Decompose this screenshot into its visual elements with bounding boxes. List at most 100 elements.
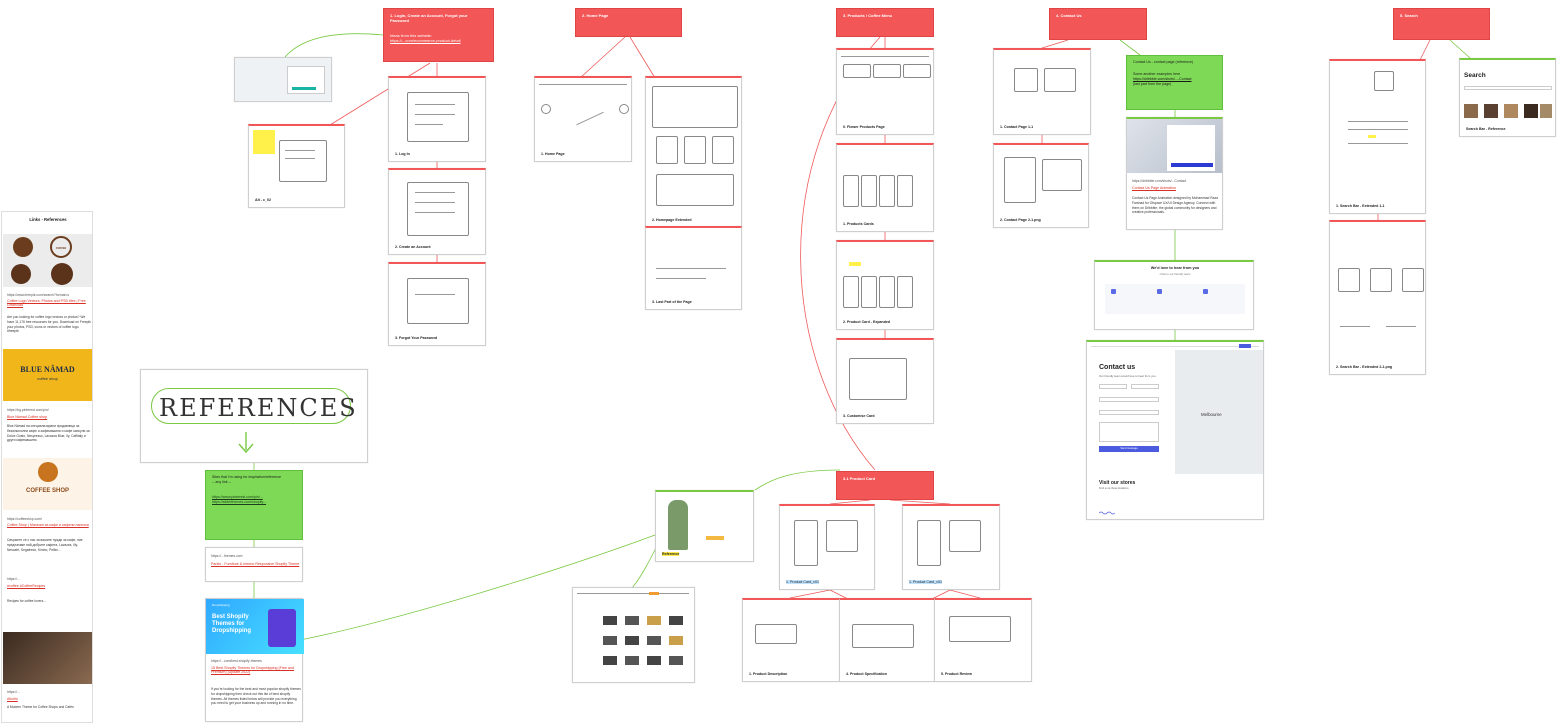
login-section-header: 1. Login, Create an Account, Forgot your… (383, 8, 494, 62)
homepage-extended-sketch[interactable]: 2. Homepage Extended (645, 76, 742, 228)
contact-reference-note: Contact Us - contact page (reference) So… (1126, 55, 1223, 110)
card-caption: 1. Contact Page 1-1 (1000, 125, 1034, 129)
link-url[interactable]: https://bg.pinterest.com/pin/ (7, 408, 49, 412)
link-url[interactable]: https://dribbble.com/shots/...Contact (1132, 179, 1187, 183)
visit-stores-title: Visit our stores (1099, 480, 1136, 486)
highlight-tag (849, 262, 861, 266)
link-url[interactable]: https://www.freepik.com/search?format=s (7, 293, 70, 297)
coffee-beans-icon (13, 237, 33, 257)
note-links[interactable]: https://www.pinterest.com/pin/... https:… (212, 495, 267, 505)
product-card-v01-sketch[interactable]: 1. Product Card_v01 (779, 504, 875, 590)
search-extended-sketch[interactable]: 1. Search Bar - Extended 1-1 (1329, 59, 1426, 214)
contact-page-2-sketch[interactable]: 2. Contact Page 2-1.png (993, 143, 1089, 228)
login-sketch[interactable]: 1. Log In (388, 76, 486, 162)
link-title[interactable]: 15 Best Shopify Themes for Dropshipping … (211, 666, 295, 674)
card-caption: 2. Product Card - Expanded (843, 320, 891, 324)
search-extended-2-sketch[interactable]: 2. Search Bar - Extended 2-1.png (1329, 220, 1426, 375)
search-heading: Search (1464, 72, 1486, 79)
note-link[interactable]: https://dribbble.com/shots/...-Contact (1133, 77, 1192, 82)
shop-cta-preview (649, 592, 659, 595)
down-arrow-icon (237, 432, 255, 454)
card-caption: Reference (662, 552, 680, 556)
inspiration-sites-note: Sites that I'm using for inspiration/ref… (205, 470, 303, 540)
add-to-cart-preview (706, 536, 724, 540)
link-description: A Modern Theme for Coffee Shops and Café… (7, 705, 74, 709)
coffee-shop-badge: COFFEE SHOP (50, 236, 72, 272)
shop-grid-reference (572, 587, 695, 683)
product-description-sketch[interactable]: 1. Product Description (742, 598, 840, 682)
product-card-expanded-sketch[interactable]: 2. Product Card - Expanded (836, 240, 934, 330)
card-caption: 1. Product Description (749, 672, 788, 676)
note-sub: -- any link -- (212, 480, 231, 485)
card-caption: 1. Home Page (541, 152, 565, 156)
home-section-header: 2. Home Page (575, 8, 682, 37)
link-url[interactable]: https://...com/best-shopify-themes (211, 659, 262, 663)
card-caption: 3. Last Part of the Page (652, 300, 692, 304)
search-bar-reference: Search Search Bar - Reference (1459, 58, 1556, 137)
product-review-sketch[interactable]: 5. Product Review (934, 598, 1032, 682)
contact-us-sub: Our friendly team would love to hear fro… (1099, 374, 1157, 378)
products-cards-sketch[interactable]: 1. Products Cards (836, 143, 934, 232)
banner-title: Best Shopify Themes for Dropshipping (212, 614, 251, 635)
header-title: 5. Search (1400, 13, 1418, 18)
link-title[interactable]: Alkofin (7, 697, 18, 701)
contact-love-to-hear-reference: We'd love to hear from you Chat to our f… (1094, 260, 1254, 330)
header-link[interactable]: https://...com/ecommerce-product-detail (390, 38, 461, 44)
coffee-shop-image: COFFEE SHOP (3, 458, 92, 510)
card-caption: Search Bar - Reference (1466, 127, 1506, 131)
note-text: Some another examples here (1133, 72, 1181, 77)
link-url[interactable]: https://... (7, 577, 21, 581)
references-sketch: REFERENCES (140, 369, 368, 463)
product-card-section-header: 3.1 Product Card (836, 471, 934, 500)
card-caption: 2. Homepage Extended (652, 218, 692, 222)
links-references-panel: Links - References COFFEE SHOP https://w… (1, 211, 93, 723)
link-title[interactable]: Blue Nâmad Coffee shop (7, 415, 48, 419)
link-title[interactable]: Coffee Shop | Магазин за кафе и кафени н… (7, 523, 89, 527)
header-title: 1. Login, Create an Account, Forgot your… (390, 13, 468, 24)
card-caption: 2. Contact Page 2-1.png (1000, 218, 1041, 222)
link-title[interactable]: Parkin - Furniture & Interior Responsive… (211, 562, 300, 566)
card-caption: Alt - c_02 (255, 198, 271, 202)
last-part-page-sketch[interactable]: 3. Last Part of the Page (645, 226, 742, 310)
contact-animation-reference: https://dribbble.com/shots/...Contact Co… (1126, 117, 1223, 230)
latte-art-icon (51, 263, 73, 285)
link-title[interactable]: Coffee Logo Vectors, Photos and PSD file… (7, 299, 86, 307)
card-caption: 3. Customise Card (843, 414, 875, 418)
visit-stores-sub: Find us at these locations. (1099, 487, 1130, 490)
link-url[interactable]: https://...themes.com (211, 554, 243, 558)
products-section-header: 3. Products / Coffee Menu (836, 8, 934, 37)
link-url[interactable]: https://... (7, 690, 21, 694)
espresso-machine-image (3, 632, 92, 684)
card-caption: 2. Create an Account (395, 245, 431, 249)
login-reference-thumb (234, 57, 332, 102)
coffee-logo-image: COFFEE SHOP (3, 234, 92, 287)
contact-section-header: 4. Contact Us (1049, 8, 1147, 40)
phone-icon (1203, 289, 1208, 294)
products-page-sketch[interactable]: 0. Flower Products Page (836, 48, 934, 135)
forgot-password-sketch[interactable]: 3. Forgot Your Password (388, 262, 486, 346)
product-specification-sketch[interactable]: 4. Product Specification (839, 598, 935, 682)
shopify-banner: Dropshipping Best Shopify Themes for Dro… (206, 599, 304, 654)
card-caption: 1. Search Bar - Extended 1-1 (1336, 204, 1385, 208)
map-pin-icon (1157, 289, 1162, 294)
product-card-reference[interactable]: Reference (655, 490, 754, 562)
wave-decoration-icon (1098, 502, 1116, 515)
search-section-header: 5. Search (1393, 8, 1490, 40)
link-description: Blue Nâmad на специализирани продавници … (7, 424, 90, 443)
create-account-sketch[interactable]: 2. Create an Account (388, 168, 486, 255)
home-page-sketch[interactable]: 1. Home Page (534, 76, 632, 162)
panel-title: Links - References (29, 217, 67, 222)
blue-namad-image: BLUE NÂMAD coffee shop (3, 349, 92, 401)
map-city-label: Melbourne (1201, 412, 1222, 417)
link-title[interactable]: #coffee #CoffeeRecipes (7, 584, 46, 588)
contact-page-sketch[interactable]: 1. Contact Page 1-1 (993, 48, 1091, 135)
coffee-shop-logo-text: COFFEE SHOP (25, 488, 69, 494)
link-title[interactable]: Contact Us Page Animation (1132, 186, 1176, 190)
customise-card-sketch[interactable]: 3. Customise Card (836, 338, 934, 424)
send-message-button[interactable]: Send message (1099, 446, 1159, 452)
chat-icon (1111, 289, 1116, 294)
map-image: Melbourne (1175, 350, 1263, 474)
link-description: Contact Us Page Animation designed by Mo… (1132, 196, 1218, 215)
product-card-v01-alt-sketch[interactable]: 1. Product Card_v01 (902, 504, 1000, 590)
link-url[interactable]: https://coffeeshop.com/ (7, 517, 42, 521)
